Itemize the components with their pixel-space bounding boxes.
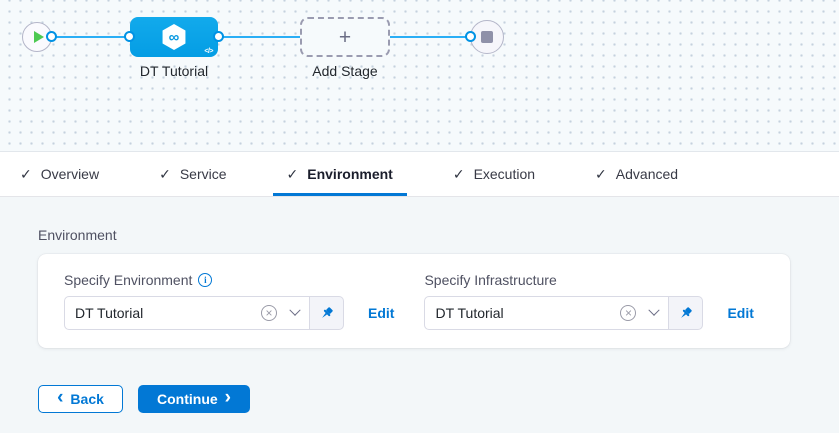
environment-select-value: DT Tutorial (75, 305, 144, 321)
continue-button[interactable]: Continue › (138, 385, 250, 413)
info-icon[interactable]: i (198, 273, 213, 287)
check-icon: ✓ (20, 165, 32, 182)
infrastructure-select[interactable]: DT Tutorial × (424, 296, 670, 330)
pipeline-canvas: ∞ </> DT Tutorial + Add Stage (0, 0, 839, 152)
check-icon: ✓ (452, 165, 465, 182)
check-icon: ✓ (159, 165, 171, 182)
tab-label: Advanced (615, 166, 679, 182)
environment-field-label: Specify Environment (64, 272, 193, 288)
clear-icon[interactable]: × (620, 305, 637, 321)
check-icon: ✓ (595, 165, 607, 182)
infrastructure-edit-link[interactable]: Edit (727, 305, 754, 321)
plus-icon: + (338, 25, 352, 49)
section-heading: Environment (38, 227, 117, 243)
stage-tabbar: ✓ Overview ✓ Service ✓ Environment ✓ Exe… (0, 152, 839, 197)
tab-advanced[interactable]: ✓ Advanced (581, 152, 692, 196)
infrastructure-select-value: DT Tutorial (435, 305, 504, 321)
tab-label: Execution (473, 166, 536, 182)
tab-label: Service (179, 166, 227, 182)
deploy-hexagon-icon: ∞ (162, 24, 186, 50)
code-icon: </> (204, 48, 213, 55)
continue-button-label: Continue (157, 391, 218, 407)
chevron-down-icon[interactable] (289, 304, 301, 316)
check-icon: ✓ (286, 165, 299, 182)
pipeline-connector-line (52, 36, 472, 38)
environment-pin-button[interactable] (310, 296, 344, 330)
stage-node[interactable]: ∞ </> (124, 17, 224, 57)
environment-field-group: Specify Environment i DT Tutorial × (64, 272, 394, 330)
infrastructure-pin-button[interactable] (669, 296, 704, 330)
stop-icon (481, 31, 493, 43)
stage-label: DT Tutorial (139, 63, 209, 79)
environment-edit-link[interactable]: Edit (368, 305, 395, 321)
back-button[interactable]: ‹ Back (38, 385, 123, 413)
tab-execution[interactable]: ✓ Execution (439, 152, 549, 196)
infinity-icon: ∞ (168, 28, 180, 46)
tab-service[interactable]: ✓ Service (145, 152, 240, 196)
infrastructure-field-label: Specify Infrastructure (424, 272, 557, 288)
pin-icon (322, 306, 333, 318)
pin-icon (681, 306, 693, 318)
stage-in-port[interactable] (124, 31, 135, 42)
tab-environment[interactable]: ✓ Environment (272, 152, 407, 196)
chevron-down-icon[interactable] (648, 304, 661, 316)
infrastructure-field-group: Specify Infrastructure DT Tutorial × (424, 272, 754, 330)
clear-icon[interactable]: × (261, 305, 277, 321)
tab-label: Environment (307, 166, 393, 182)
add-stage-button[interactable]: + (300, 17, 390, 57)
add-stage-label: Add Stage (312, 63, 378, 79)
tab-overview[interactable]: ✓ Overview (6, 152, 113, 196)
environment-card: Specify Environment i DT Tutorial × (38, 254, 790, 348)
navigation-buttons: ‹ Back Continue › (38, 385, 801, 413)
tab-label: Overview (40, 166, 100, 182)
stage-out-port[interactable] (213, 31, 224, 42)
environment-panel: Environment Specify Environment i DT Tut… (0, 197, 839, 413)
play-icon (34, 31, 44, 43)
start-node-out-port[interactable] (46, 31, 57, 42)
environment-select[interactable]: DT Tutorial × (64, 296, 310, 330)
end-node-in-port[interactable] (465, 31, 476, 42)
back-button-label: Back (70, 391, 104, 407)
